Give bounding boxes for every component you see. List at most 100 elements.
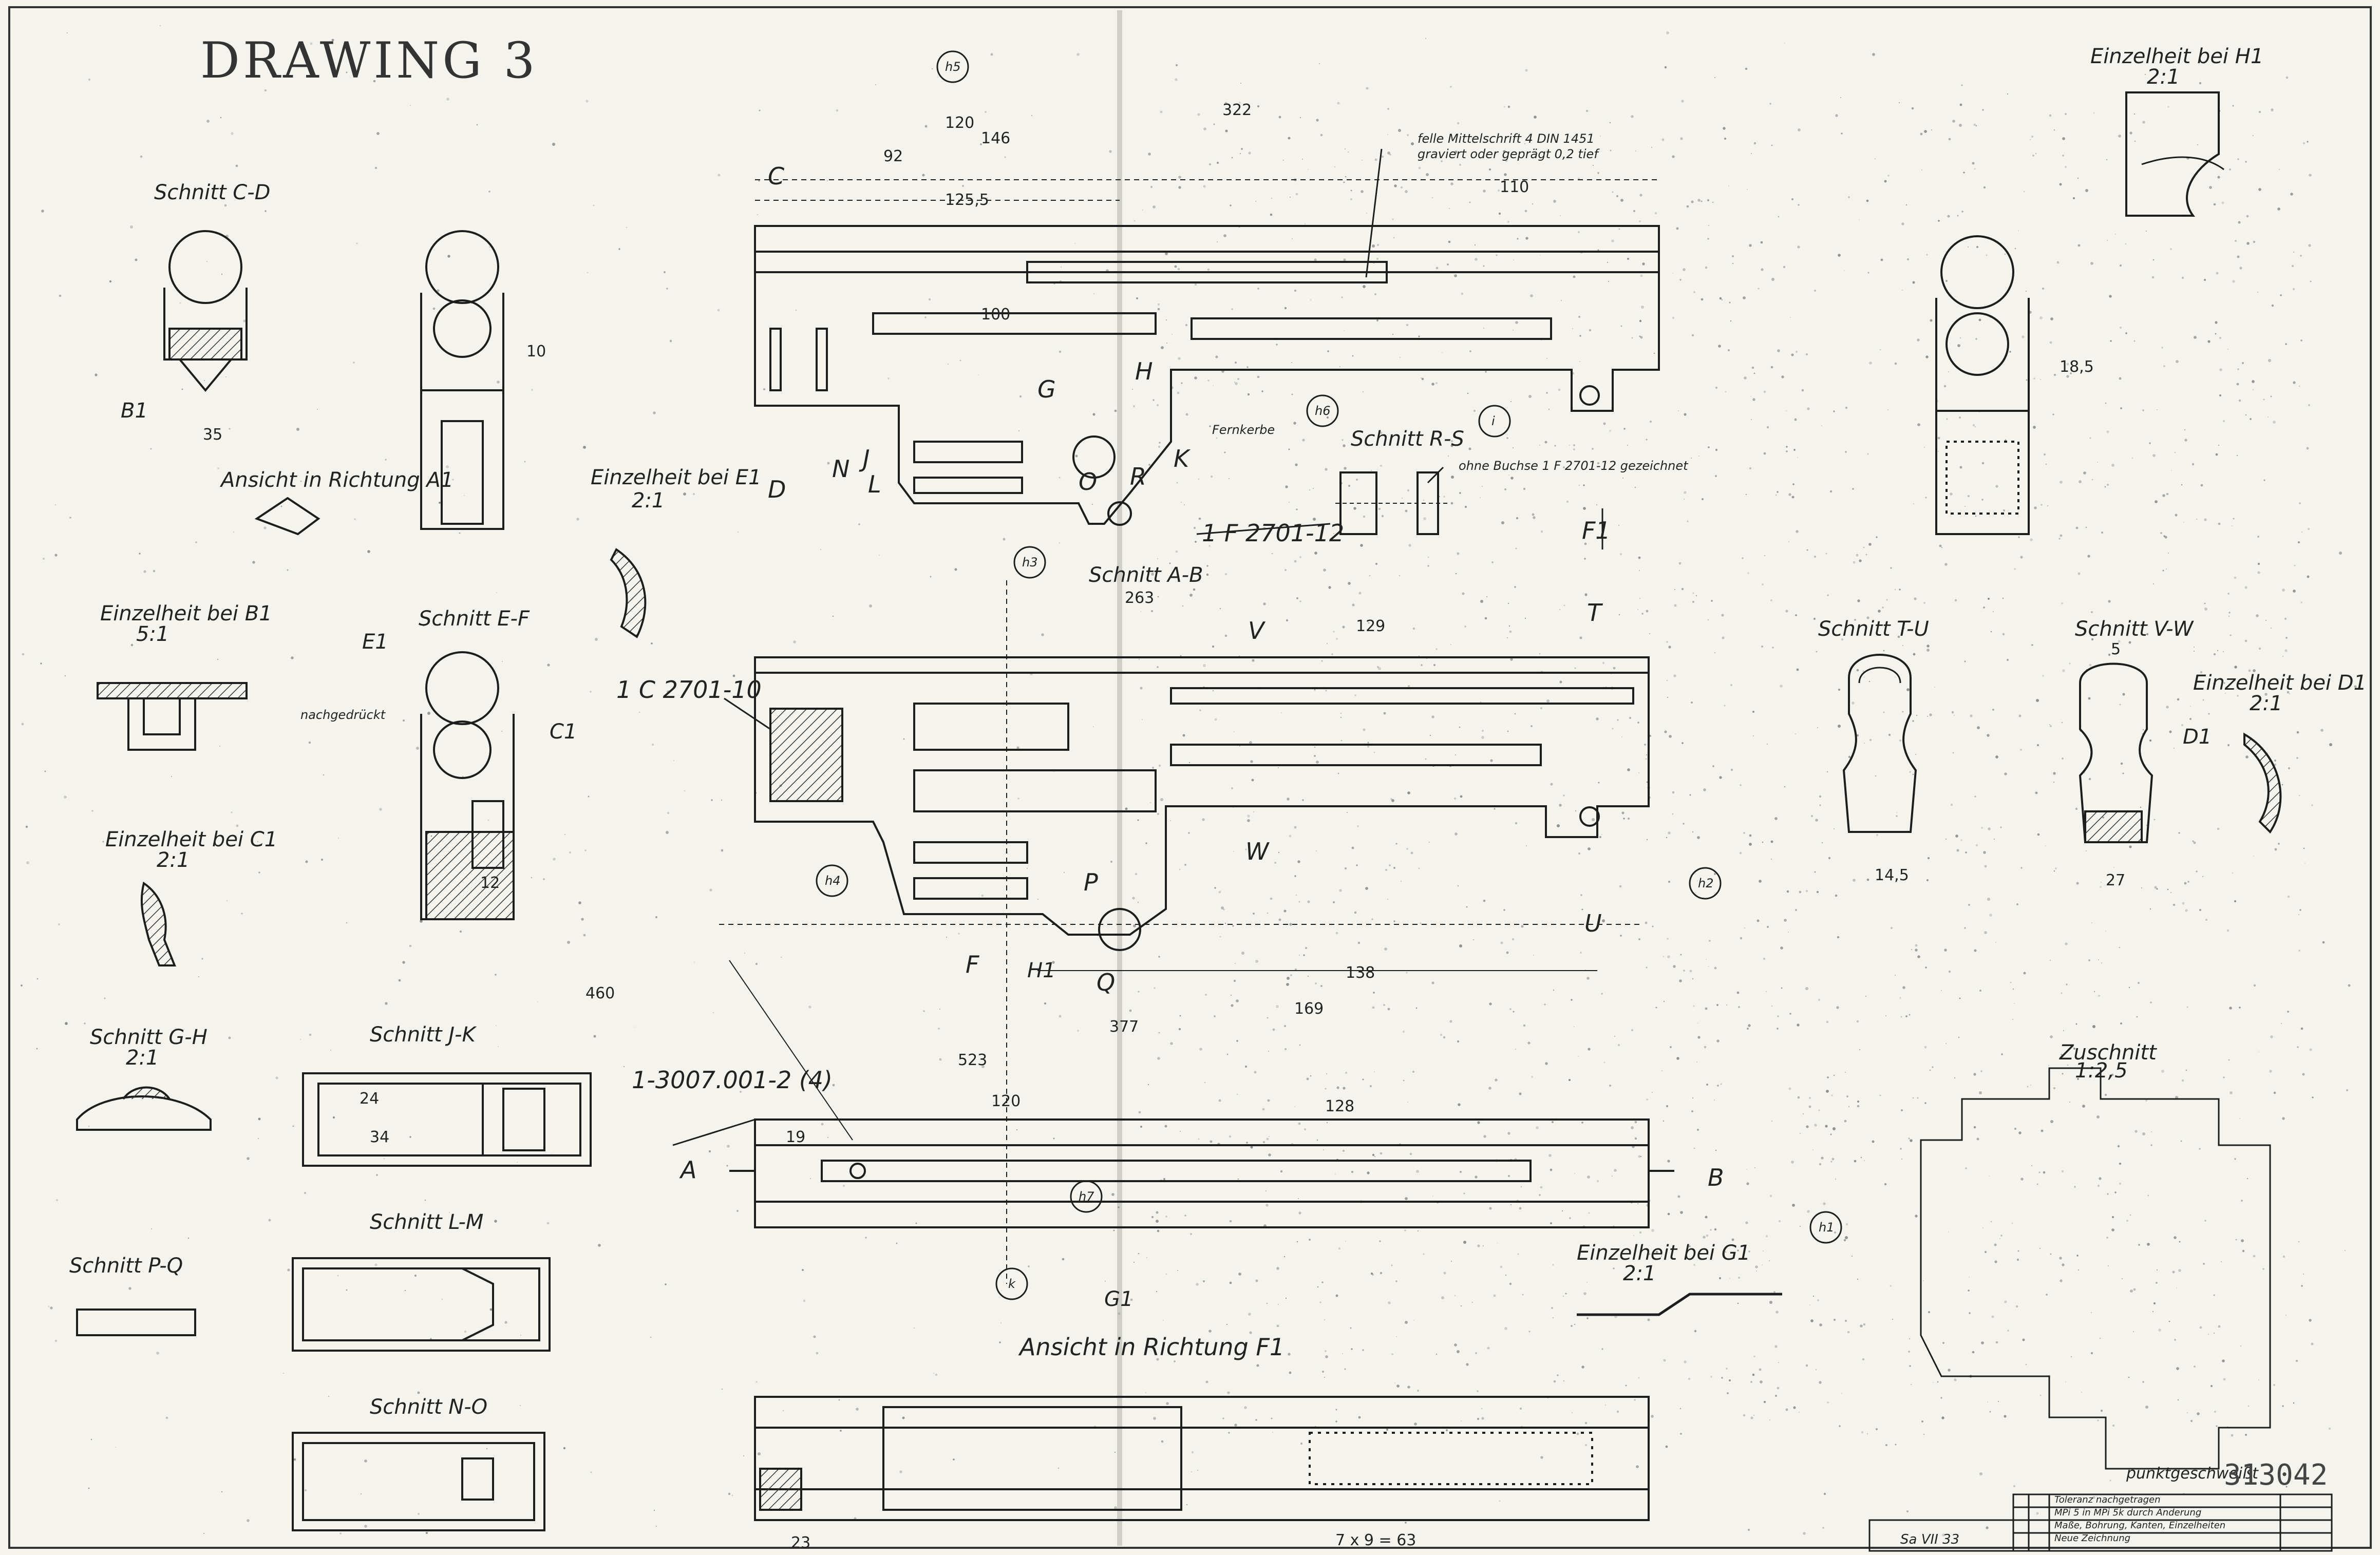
letter-k: K bbox=[1174, 445, 1189, 472]
detail-g1 bbox=[1577, 1293, 1782, 1316]
note-fernkerbe: Fernkerbe bbox=[1212, 423, 1275, 437]
dim-128: 128 bbox=[1325, 1097, 1355, 1115]
detail-b1 bbox=[97, 682, 248, 751]
title-schnitt-ef: Schnitt E-F bbox=[419, 607, 530, 631]
dim-120-lower: 120 bbox=[991, 1092, 1021, 1110]
part-number-1c2701-10: 1 C 2701-10 bbox=[616, 676, 762, 704]
letter-l: L bbox=[868, 470, 881, 498]
letter-p: P bbox=[1084, 868, 1098, 896]
letter-f1: F1 bbox=[1582, 517, 1611, 544]
title-schnitt-no: Schnitt N-O bbox=[370, 1395, 488, 1419]
top-side-view bbox=[754, 179, 1660, 526]
revision-row-1: Toleranz nachgetragen bbox=[2054, 1494, 2161, 1505]
scale-detail-h1: 2:1 bbox=[2147, 65, 2180, 89]
section-right-tall bbox=[1935, 235, 2030, 535]
stamp-number: 313042 bbox=[2224, 1458, 2328, 1492]
letter-u: U bbox=[1584, 909, 1602, 937]
dim-120: 120 bbox=[945, 114, 975, 132]
view-ansicht-f1: Ansicht in Richtung F1 bbox=[1019, 1333, 1285, 1361]
note-engraving: felle Mittelschrift 4 DIN 1451 graviert … bbox=[1418, 131, 1598, 161]
marker-h2: h2 bbox=[1698, 876, 1714, 890]
dim-146: 146 bbox=[981, 129, 1011, 147]
section-cd-left bbox=[163, 230, 248, 392]
letter-n: N bbox=[832, 455, 850, 483]
title-schnitt-cd: Schnitt C-D bbox=[154, 181, 271, 204]
marker-h3: h3 bbox=[1022, 555, 1038, 570]
title-schnitt-pq: Schnitt P-Q bbox=[69, 1254, 183, 1278]
letter-d: D bbox=[768, 476, 786, 503]
section-ef bbox=[420, 651, 515, 920]
title-scale-gh: 2:1 bbox=[126, 1046, 159, 1070]
note-buchse: ohne Buchse 1 F 2701-12 gezeichnet bbox=[1459, 459, 1688, 473]
view-a1-symbol bbox=[254, 497, 320, 536]
dim-460: 460 bbox=[585, 984, 615, 1002]
dim-138: 138 bbox=[1346, 964, 1375, 982]
section-cd-right bbox=[420, 230, 504, 530]
detail-d1 bbox=[2243, 732, 2282, 834]
scale-detail-d1: 2:1 bbox=[2250, 692, 2283, 715]
letter-g1: G1 bbox=[1104, 1287, 1134, 1311]
letter-e1: E1 bbox=[362, 630, 388, 654]
marker-h6: h6 bbox=[1315, 404, 1331, 418]
section-vw bbox=[2079, 662, 2154, 843]
scale-detail-g1: 2:1 bbox=[1623, 1262, 1656, 1285]
letter-b: B bbox=[1708, 1164, 1724, 1191]
letter-b1: B1 bbox=[121, 399, 148, 423]
dim-10: 10 bbox=[526, 343, 546, 361]
scale-zuschnitt: 1:2,5 bbox=[2075, 1059, 2128, 1083]
dim-322: 322 bbox=[1222, 101, 1252, 119]
title-schnitt-tu: Schnitt T-U bbox=[1818, 617, 1929, 641]
revision-row-3: Maße, Bohrung, Kanten, Einzelheiten bbox=[2054, 1520, 2226, 1531]
section-tu bbox=[1842, 654, 1917, 833]
title-schnitt-vw: Schnitt V-W bbox=[2075, 617, 2194, 641]
revision-row-2: MPi 5 in MPi 5k durch Änderung bbox=[2054, 1507, 2202, 1518]
dim-12: 12 bbox=[480, 874, 500, 892]
letter-o: O bbox=[1079, 468, 1098, 496]
scale-detail-e1: 2:1 bbox=[632, 489, 665, 513]
dim-129: 129 bbox=[1356, 617, 1386, 635]
section-jk bbox=[302, 1072, 592, 1167]
title-schnitt-gh: Schnitt G-H bbox=[90, 1026, 207, 1049]
dim-377: 377 bbox=[1109, 1018, 1139, 1036]
letter-t: T bbox=[1587, 599, 1602, 627]
letter-q: Q bbox=[1097, 969, 1116, 996]
scale-detail-b1: 5:1 bbox=[136, 622, 169, 646]
title-detail-h1: Einzelheit bei H1 bbox=[2090, 45, 2264, 68]
dim-263: 263 bbox=[1125, 589, 1155, 607]
letter-c: C bbox=[768, 162, 785, 190]
sheet-border bbox=[8, 6, 2372, 1549]
dim-23: 23 bbox=[791, 1534, 811, 1552]
dim-35: 35 bbox=[203, 426, 223, 444]
title-detail-b1: Einzelheit bei B1 bbox=[100, 602, 272, 625]
title-detail-e1: Einzelheit bei E1 bbox=[591, 466, 762, 489]
letter-c1: C1 bbox=[550, 720, 577, 744]
section-pq bbox=[76, 1309, 196, 1336]
letter-a: A bbox=[681, 1156, 697, 1184]
title-schnitt-ab: Schnitt A-B bbox=[1089, 563, 1203, 587]
dim-523: 523 bbox=[958, 1051, 988, 1069]
letter-f: F bbox=[966, 951, 979, 978]
dim-125-5: 125,5 bbox=[945, 191, 989, 209]
title-schnitt-rs: Schnitt R-S bbox=[1351, 427, 1464, 451]
title-detail-g1: Einzelheit bei G1 bbox=[1577, 1241, 1751, 1265]
marker-circles bbox=[816, 50, 1842, 1300]
zuschnitt-outline bbox=[1920, 1067, 2271, 1470]
dim-110: 110 bbox=[1500, 178, 1529, 196]
dim-169: 169 bbox=[1294, 1000, 1324, 1018]
bottom-view-f1 bbox=[754, 1396, 1650, 1521]
marker-h5: h5 bbox=[945, 60, 961, 74]
dim-19: 19 bbox=[786, 1128, 806, 1146]
marker-h7: h7 bbox=[1079, 1189, 1094, 1204]
title-schnitt-lm: Schnitt L-M bbox=[370, 1210, 484, 1234]
detail-c1 bbox=[140, 881, 176, 966]
middle-section-view bbox=[719, 656, 1650, 1141]
scale-detail-c1: 2:1 bbox=[157, 848, 190, 872]
drawing-number: Sa VII 33 bbox=[1900, 1532, 1960, 1547]
section-gh bbox=[76, 1086, 212, 1131]
marker-h1: h1 bbox=[1819, 1220, 1835, 1235]
detail-h1 bbox=[2125, 91, 2224, 217]
letter-r: R bbox=[1130, 463, 1146, 490]
revision-row-4: Neue Zeichnung bbox=[2054, 1533, 2131, 1544]
marker-i: i bbox=[1491, 414, 1495, 428]
